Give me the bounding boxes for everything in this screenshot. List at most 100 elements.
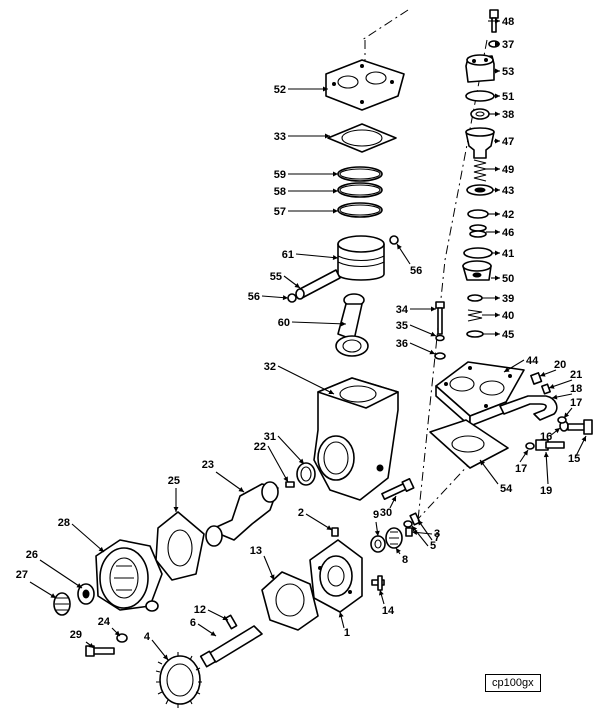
callout-label-2: 2 <box>298 507 304 519</box>
callout-label-26: 26 <box>26 549 38 561</box>
callout-label-12: 12 <box>194 604 206 616</box>
callout-arrowhead-17b <box>523 450 528 456</box>
callout-arrowhead-57 <box>333 208 338 214</box>
callout-label-20: 20 <box>554 359 566 371</box>
part-53-cap <box>465 54 495 83</box>
part-48-screw <box>489 9 499 33</box>
callout-label-17a: 17 <box>570 397 582 409</box>
part-61-piston <box>337 235 385 281</box>
part-45-ring <box>466 330 484 338</box>
callout-arrowhead-16 <box>554 428 560 434</box>
callout-label-59: 59 <box>274 169 286 181</box>
callout-label-51: 51 <box>502 91 514 103</box>
callout-label-43: 43 <box>502 185 514 197</box>
callout-label-19: 19 <box>540 485 552 497</box>
callout-label-1: 1 <box>344 627 350 639</box>
callout-arrowhead-55 <box>294 283 300 288</box>
part-49-spring <box>473 159 487 182</box>
part-7-screw <box>409 512 421 526</box>
part-12-key <box>224 614 238 630</box>
part-25-gasket <box>155 511 205 581</box>
callout-arrowhead-36 <box>429 349 435 355</box>
callout-arrowhead-31 <box>298 458 304 464</box>
callout-arrowhead-25 <box>173 507 179 512</box>
part-19-bolt <box>535 439 565 451</box>
callout-label-33: 33 <box>274 131 286 143</box>
callout-label-25: 25 <box>168 475 180 487</box>
callout-arrowhead-50 <box>495 275 500 281</box>
callout-arrowhead-49 <box>495 166 500 172</box>
callout-label-15: 15 <box>568 453 580 465</box>
part-39-washer <box>467 294 483 302</box>
part-38-seal <box>470 108 490 120</box>
callout-arrowhead-1 <box>338 612 344 618</box>
callout-arrowhead-60 <box>340 321 346 327</box>
callout-label-4: 4 <box>144 631 151 643</box>
part-58-ring <box>337 182 383 198</box>
callout-label-9: 9 <box>373 509 379 521</box>
callout-label-16: 16 <box>540 431 552 443</box>
callout-arrowhead-39 <box>495 295 500 301</box>
callout-label-41: 41 <box>502 248 514 260</box>
callout-arrowhead-23 <box>238 487 244 492</box>
callout-label-29: 29 <box>70 629 82 641</box>
callout-label-23: 23 <box>202 459 214 471</box>
callout-arrowhead-43 <box>495 187 500 193</box>
callout-arrowhead-9 <box>374 530 380 536</box>
part-17-washer-lower <box>525 442 535 450</box>
part-42-ring <box>467 209 489 219</box>
part-29-bolt <box>85 645 115 657</box>
callout-arrowhead-34 <box>431 306 436 312</box>
callout-label-27: 27 <box>16 569 28 581</box>
callout-label-13: 13 <box>250 545 262 557</box>
callout-arrowhead-47 <box>495 138 500 144</box>
callout-label-39: 39 <box>502 293 514 305</box>
part-50-valve-body <box>462 260 492 281</box>
callout-leader-22 <box>267 445 289 483</box>
callout-label-7: 7 <box>434 532 440 544</box>
part-17-washer-upper <box>557 416 567 424</box>
callout-label-48: 48 <box>502 16 514 28</box>
figure-code-label: cp100gx <box>485 674 541 692</box>
callout-arrowhead-20 <box>540 371 546 377</box>
callout-arrowhead-21 <box>549 383 555 389</box>
callout-arrowhead-35 <box>430 331 436 337</box>
part-41-o-ring <box>463 247 493 259</box>
part-13-gasket <box>261 571 319 631</box>
callout-leader-2 <box>305 513 333 531</box>
callout-arrowhead-8 <box>396 548 401 554</box>
part-20-fitting <box>530 372 543 385</box>
callout-arrowhead-56b <box>282 295 288 301</box>
callout-arrowhead-32 <box>328 389 334 394</box>
callout-label-57: 57 <box>274 206 286 218</box>
part-34-bolt <box>435 301 445 335</box>
callout-leader-26 <box>39 559 83 589</box>
callout-label-35: 35 <box>396 320 408 332</box>
part-54-gasket <box>429 419 509 469</box>
callout-label-5: 5 <box>430 540 436 552</box>
part-1-oil-pump-housing <box>309 539 363 613</box>
part-44-cylinder-head <box>435 361 525 427</box>
callout-arrowhead-24 <box>114 630 120 636</box>
callout-label-28: 28 <box>58 517 70 529</box>
callout-label-54: 54 <box>500 483 513 495</box>
part-56-clip-lower <box>287 293 297 303</box>
callout-label-42: 42 <box>502 209 514 221</box>
callout-arrowhead-30 <box>391 496 396 502</box>
callout-arrowhead-46 <box>495 229 500 235</box>
callout-arrowhead-12 <box>222 615 228 620</box>
callout-arrowhead-13 <box>269 574 275 580</box>
callout-arrowhead-56a <box>397 244 402 250</box>
part-6-shaft <box>199 625 263 668</box>
callout-label-24: 24 <box>98 616 111 628</box>
callout-arrowhead-44 <box>504 367 510 372</box>
part-4-gear <box>155 652 202 708</box>
callout-label-3: 3 <box>434 528 440 540</box>
callout-label-55: 55 <box>270 271 282 283</box>
callout-label-17b: 17 <box>515 463 527 475</box>
callout-label-60: 60 <box>278 317 290 329</box>
callout-arrowhead-14 <box>378 590 384 596</box>
part-33-gasket <box>327 123 397 153</box>
